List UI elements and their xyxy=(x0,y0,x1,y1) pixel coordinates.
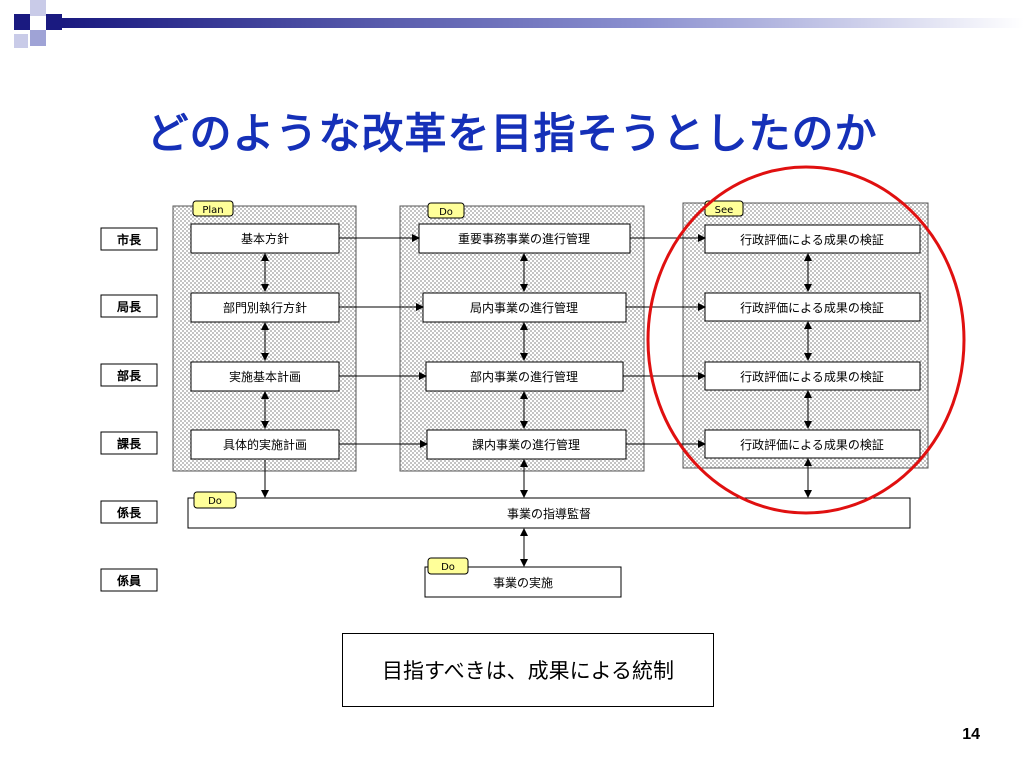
svg-text:局内事業の進行管理: 局内事業の進行管理 xyxy=(470,300,578,315)
role-label-section-chief: 課長 xyxy=(100,431,158,455)
see-box: 行政評価による成果の検証 xyxy=(704,292,921,322)
svg-text:課内事業の進行管理: 課内事業の進行管理 xyxy=(472,437,580,452)
see-box: 行政評価による成果の検証 xyxy=(704,361,921,391)
do-box: 重要事務事業の進行管理 xyxy=(418,223,631,254)
svg-text:Plan: Plan xyxy=(202,205,223,216)
svg-text:部内事業の進行管理: 部内事業の進行管理 xyxy=(470,369,578,384)
page-number: 14 xyxy=(962,726,980,743)
svg-text:行政評価による成果の検証: 行政評価による成果の検証 xyxy=(740,300,884,315)
deco-square xyxy=(30,30,46,46)
deco-square xyxy=(30,0,46,16)
svg-text:係長: 係長 xyxy=(117,505,142,520)
plan-box: 基本方針 xyxy=(190,223,340,254)
svg-text:実施基本計画: 実施基本計画 xyxy=(229,369,301,384)
svg-text:基本方針: 基本方針 xyxy=(241,231,289,246)
deco-square xyxy=(46,14,62,30)
svg-text:行政評価による成果の検証: 行政評価による成果の検証 xyxy=(740,369,884,384)
plan-tag: Plan xyxy=(192,200,234,217)
header-gradient-bar xyxy=(62,18,1024,28)
do-box: 部内事業の進行管理 xyxy=(425,361,624,392)
deco-square xyxy=(14,14,30,30)
svg-text:事業の実施: 事業の実施 xyxy=(493,575,553,590)
role-label-bureau-chief: 局長 xyxy=(100,294,158,318)
svg-text:具体的実施計画: 具体的実施計画 xyxy=(223,437,307,452)
svg-text:重要事務事業の進行管理: 重要事務事業の進行管理 xyxy=(458,231,590,246)
slide-title: どのような改革を目指そうとしたのか xyxy=(146,109,878,158)
svg-text:課長: 課長 xyxy=(117,436,142,451)
role-label-staff: 係員 xyxy=(100,568,158,592)
caption-box: 目指すべきは、成果による統制 xyxy=(342,633,714,707)
svg-text:行政評価による成果の検証: 行政評価による成果の検証 xyxy=(740,232,884,247)
plan-box: 具体的実施計画 xyxy=(190,429,340,460)
do-tag: Do xyxy=(427,202,465,219)
role-label-department-chief: 部長 xyxy=(100,363,158,387)
plan-box: 部門別執行方針 xyxy=(190,292,340,323)
deco-square xyxy=(14,34,28,48)
do-box: 課内事業の進行管理 xyxy=(426,429,627,460)
caption-text: 目指すべきは、成果による統制 xyxy=(382,659,674,683)
implementation-tag: Do xyxy=(427,557,469,575)
svg-text:行政評価による成果の検証: 行政評価による成果の検証 xyxy=(740,437,884,452)
svg-text:市長: 市長 xyxy=(117,232,142,247)
supervision-tag: Do xyxy=(193,491,237,509)
plan-box: 実施基本計画 xyxy=(190,361,340,392)
svg-text:See: See xyxy=(715,205,734,216)
role-label-mayor: 市長 xyxy=(100,227,158,251)
highlight-circle xyxy=(646,165,966,515)
svg-text:事業の指導監督: 事業の指導監督 xyxy=(507,506,591,521)
svg-text:Do: Do xyxy=(441,562,455,573)
corner-decoration xyxy=(0,0,90,60)
svg-text:部長: 部長 xyxy=(117,368,142,383)
implementation-box: 事業の実施 xyxy=(424,566,622,598)
svg-text:局長: 局長 xyxy=(117,299,142,314)
svg-text:Do: Do xyxy=(208,496,222,507)
role-label-subsection-chief: 係長 xyxy=(100,500,158,524)
do-box: 局内事業の進行管理 xyxy=(422,292,627,323)
svg-text:部門別執行方針: 部門別執行方針 xyxy=(223,300,307,315)
see-box: 行政評価による成果の検証 xyxy=(704,429,921,459)
svg-text:係員: 係員 xyxy=(117,573,141,588)
svg-text:Do: Do xyxy=(439,207,453,218)
see-box: 行政評価による成果の検証 xyxy=(704,224,921,254)
